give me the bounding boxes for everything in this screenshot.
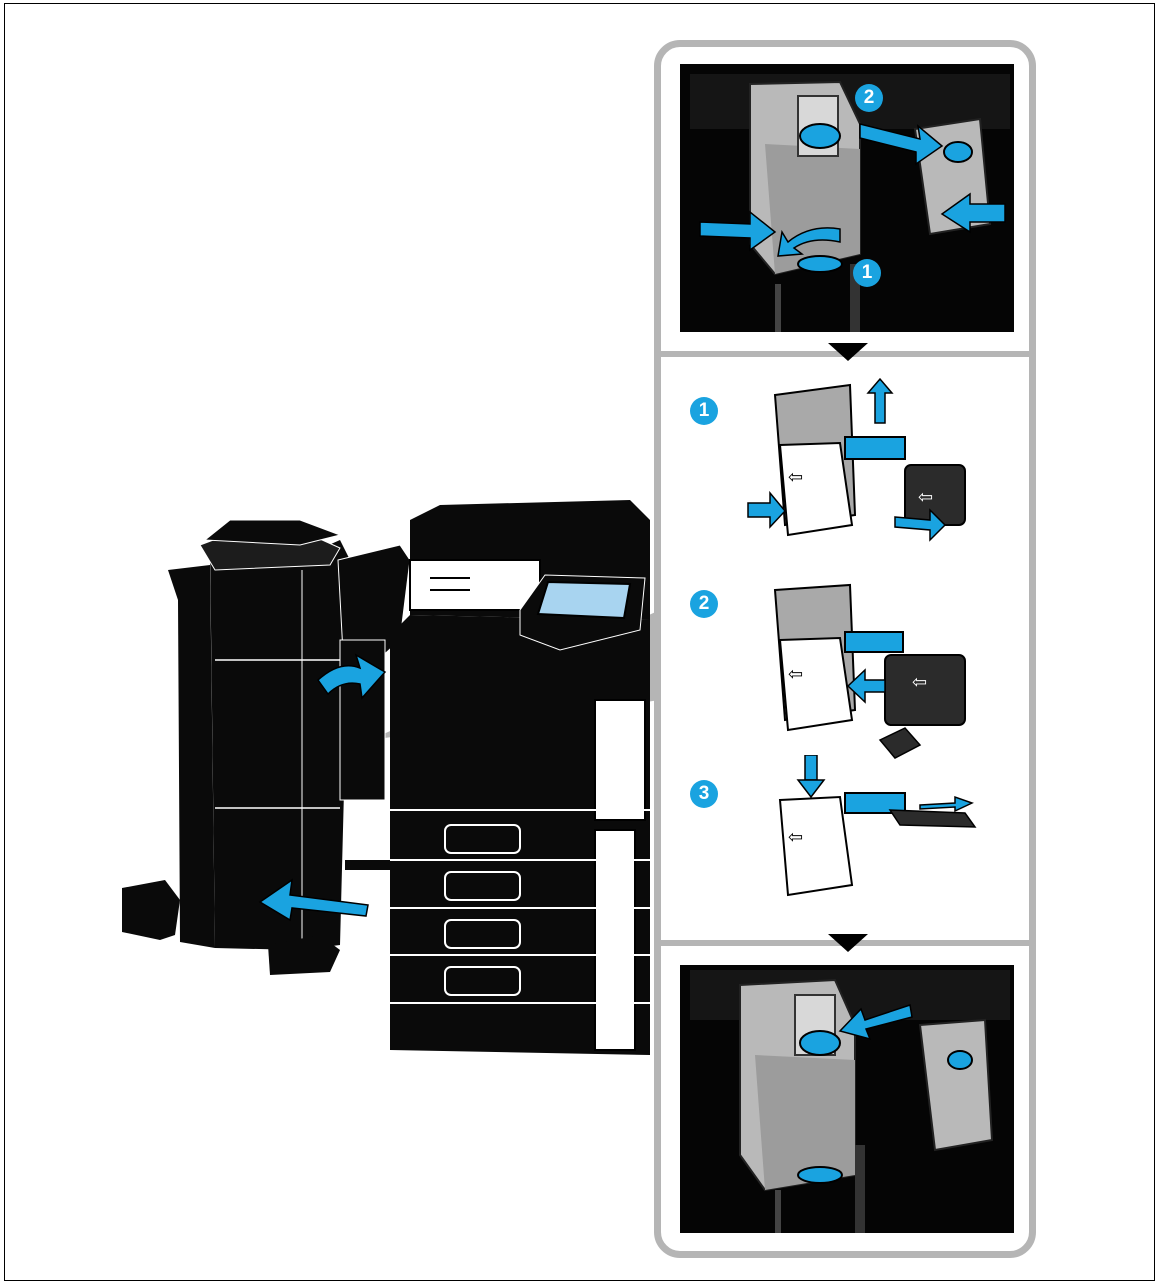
cartridge-step-1-marker: 1 bbox=[690, 397, 718, 425]
svg-text:⇦: ⇦ bbox=[788, 467, 803, 488]
step-marker-1: 1 bbox=[853, 259, 881, 287]
cartridge-step-2-marker: 2 bbox=[690, 590, 718, 618]
step-down-arrow-2 bbox=[828, 934, 868, 952]
step-down-arrow-1 bbox=[828, 343, 868, 361]
step-marker-2: 2 bbox=[855, 84, 883, 112]
copier-illustration bbox=[0, 0, 660, 1287]
photo-reinstall-stapler bbox=[680, 965, 1014, 1233]
cartridge-step-2-illustration: ⇦ ⇦ bbox=[740, 580, 1000, 760]
svg-text:⇦: ⇦ bbox=[912, 672, 927, 693]
cartridge-step-1-illustration: ⇦ ⇦ bbox=[740, 375, 1000, 545]
cartridge-step-3-marker: 3 bbox=[690, 780, 718, 808]
photo-remove-stapler: 2 1 bbox=[680, 64, 1014, 332]
cartridge-step-3-illustration: ⇦ bbox=[740, 755, 1000, 905]
svg-text:⇦: ⇦ bbox=[918, 487, 933, 508]
svg-text:⇦: ⇦ bbox=[788, 827, 803, 848]
svg-text:⇦: ⇦ bbox=[788, 664, 803, 685]
copier-body bbox=[390, 500, 650, 1055]
